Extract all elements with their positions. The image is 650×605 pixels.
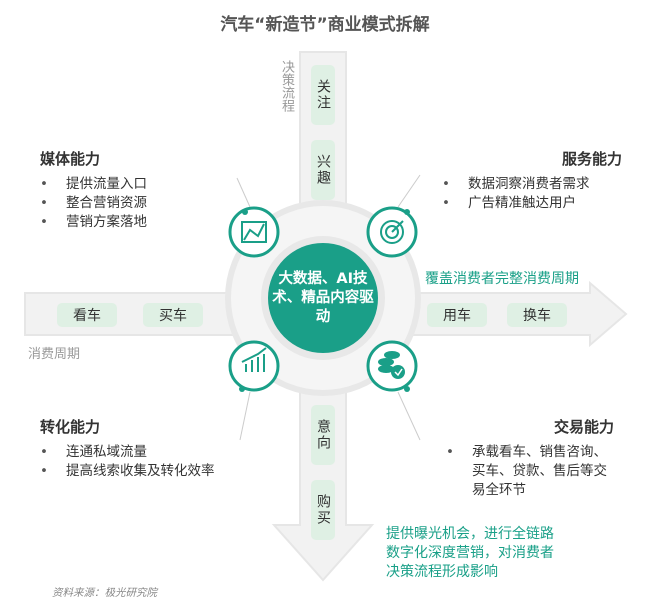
center-core: 大数据、AI技术、精品内容驱动 bbox=[268, 243, 378, 353]
decision-process-label: 决策流程 bbox=[279, 60, 294, 112]
step-view-car: 看车 bbox=[57, 303, 117, 327]
page-title: 汽车“新造节”商业模式拆解 bbox=[220, 15, 430, 35]
quadrant-title: 转化能力 bbox=[40, 418, 101, 436]
coins-check-icon bbox=[366, 340, 418, 392]
growth-hand-icon bbox=[228, 340, 280, 392]
quadrant-service: 服务能力 数据洞察消费者需求 广告精准触达用户 bbox=[442, 148, 622, 213]
quadrant-title: 媒体能力 bbox=[40, 150, 101, 168]
source-note: 资料来源：极光研究院 bbox=[52, 587, 157, 599]
list-item: 承载看车、销售咨询、买车、贷款、售后等交易全环节 bbox=[446, 443, 614, 500]
consumption-cycle-label: 消费周期 bbox=[28, 347, 81, 362]
quadrant-trade: 交易能力 承载看车、销售咨询、买车、贷款、售后等交易全环节 bbox=[446, 416, 614, 500]
step-intent: 意向 bbox=[311, 405, 335, 465]
list-item: 广告精准触达用户 bbox=[442, 194, 622, 213]
quadrant-title: 服务能力 bbox=[561, 150, 622, 168]
step-use-car: 用车 bbox=[427, 303, 487, 327]
step-attention: 关注 bbox=[311, 65, 335, 125]
quadrant-conversion: 转化能力 连通私域流量 提高线索收集及转化效率 bbox=[40, 416, 240, 481]
step-purchase: 购买 bbox=[311, 480, 335, 540]
list-item: 整合营销资源 bbox=[40, 194, 147, 213]
quadrant-media: 媒体能力 提供流量入口 整合营销资源 营销方案落地 bbox=[40, 148, 147, 232]
list-item: 营销方案落地 bbox=[40, 213, 147, 232]
step-interest: 兴趣 bbox=[311, 140, 335, 200]
step-buy-car: 买车 bbox=[143, 303, 203, 327]
step-change-car: 换车 bbox=[507, 303, 567, 327]
list-item: 连通私域流量 bbox=[40, 443, 240, 462]
list-item: 提高线索收集及转化效率 bbox=[40, 462, 240, 481]
list-item: 数据洞察消费者需求 bbox=[442, 175, 622, 194]
quadrant-title: 交易能力 bbox=[553, 418, 614, 436]
list-item: 提供流量入口 bbox=[40, 175, 147, 194]
horizontal-note: 覆盖消费者完整消费周期 bbox=[425, 271, 579, 287]
vertical-note: 提供曝光机会，进行全链路数字化深度营销，对消费者决策流程形成影响 bbox=[386, 526, 554, 580]
